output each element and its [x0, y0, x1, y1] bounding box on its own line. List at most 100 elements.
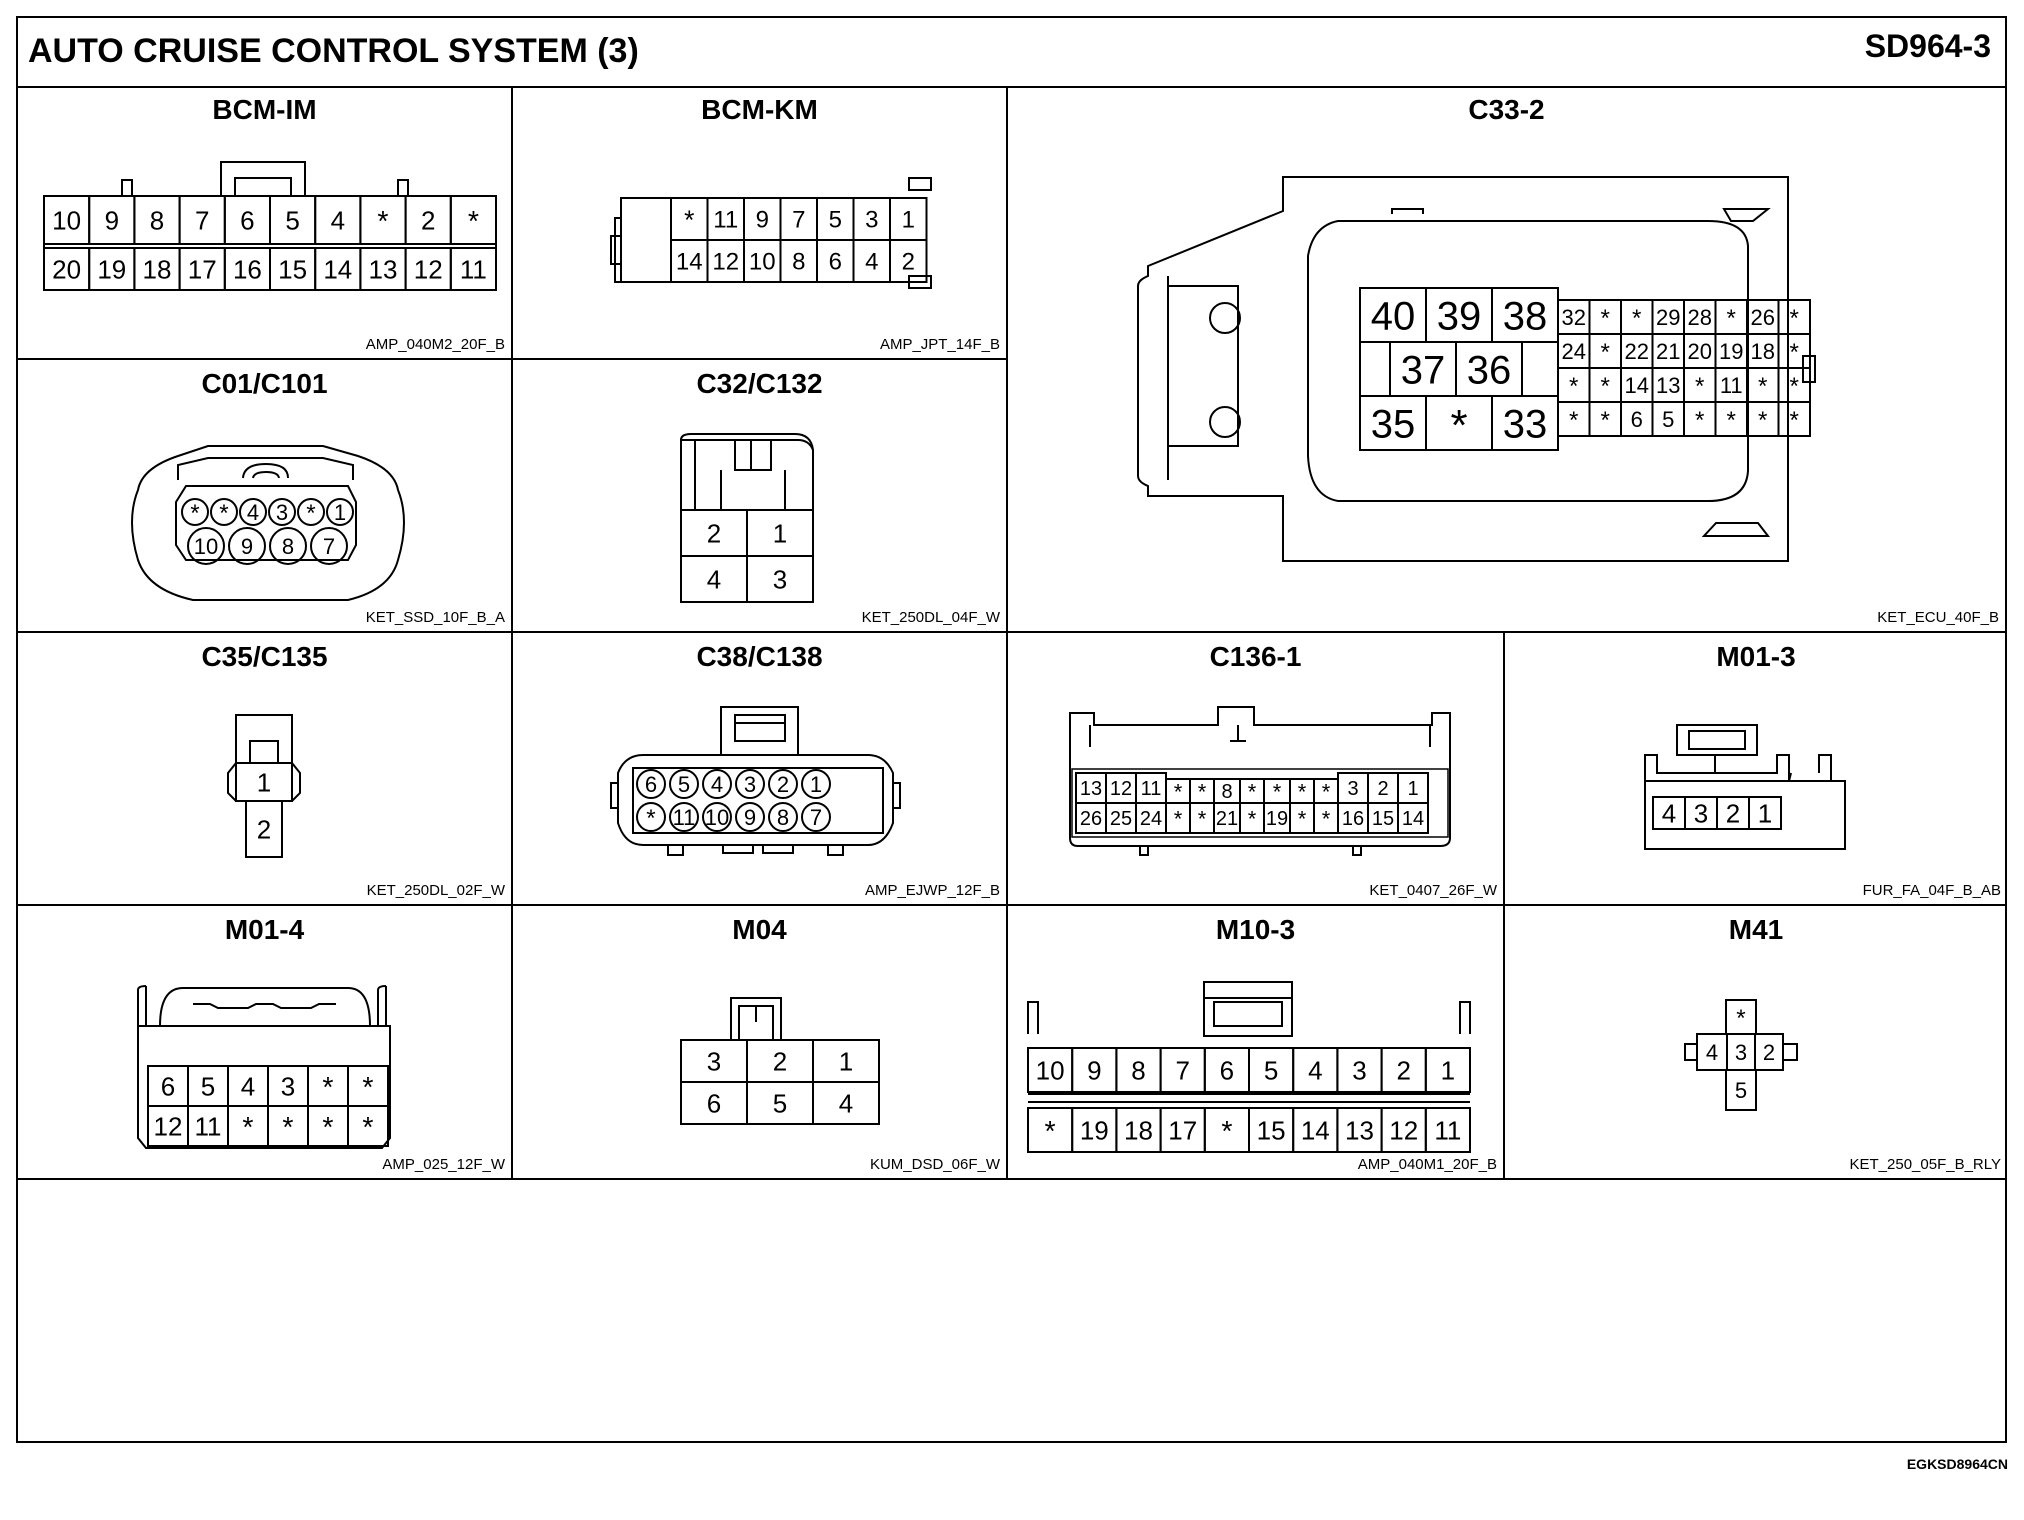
pin-label: 1 [773, 518, 787, 548]
pin-cavity [1725, 1069, 1757, 1111]
pin-label: 5 [1735, 1078, 1747, 1103]
pin-label: * [1045, 1116, 1056, 1148]
pin-cavity [1748, 796, 1782, 830]
pin-label: * [1450, 401, 1467, 450]
pin-label: * [377, 206, 388, 238]
connector-name: C32/C132 [696, 368, 823, 399]
pin-label: 4 [1662, 798, 1676, 828]
pin-label: * [684, 205, 694, 235]
pin-label: * [1298, 806, 1307, 831]
pin-label: 13 [369, 254, 398, 284]
connector-code: KUM_DSD_06F_W [869, 1156, 1000, 1173]
pin-label: 8 [150, 205, 164, 235]
pin-label: 3 [276, 500, 288, 525]
pin-label: 14 [1625, 373, 1649, 398]
pin-label: 3 [1347, 778, 1358, 800]
pin-label: 7 [323, 534, 335, 559]
pin-label: 5 [201, 1071, 215, 1101]
pin-label: * [242, 1112, 253, 1144]
pin-cavity [812, 1081, 880, 1125]
pin-cavity [636, 769, 666, 799]
pin-label: * [1790, 373, 1800, 400]
pin-label: * [1601, 305, 1611, 332]
pin-label: * [1758, 373, 1768, 400]
pin-label: * [1174, 779, 1183, 804]
connector-code: AMP_EJWP_12F_B [864, 882, 1000, 899]
pin-label: 6 [707, 1088, 721, 1118]
connector-name: C38/C138 [696, 641, 823, 672]
pin-label: 1 [1407, 778, 1418, 800]
pin-label: 7 [792, 207, 805, 234]
pin-cavity [1754, 1033, 1784, 1071]
pin-label: * [282, 1112, 293, 1144]
pin-label: 11 [673, 805, 696, 830]
pin-label: 8 [777, 805, 789, 830]
pin-label: 20 [1688, 339, 1712, 364]
pin-cavity [1777, 401, 1811, 437]
pin-label: 11 [460, 254, 487, 284]
pin-cavity [768, 802, 798, 832]
pin-label: 32 [1562, 305, 1586, 330]
connector-name: M01-4 [224, 914, 305, 945]
pin-label: 4 [247, 500, 259, 525]
pin-label: 12 [1389, 1115, 1418, 1145]
pin-label: * [1248, 779, 1257, 804]
pin-label: 39 [1437, 294, 1482, 338]
pin-cavity [326, 498, 354, 526]
pin-label: 4 [1706, 1040, 1718, 1065]
pin-label: 2 [1377, 778, 1388, 800]
pin-label: * [1174, 806, 1183, 831]
pin-label: 4 [707, 564, 721, 594]
pin-label: 35 [1371, 402, 1416, 446]
pin-label: * [1569, 407, 1579, 434]
pin-label: * [1727, 407, 1737, 434]
pin-cavity [702, 802, 732, 832]
pin-label: 10 [52, 205, 81, 235]
connector-name: BCM-KM [701, 94, 818, 125]
pin-label: 2 [1726, 798, 1740, 828]
pin-label: 9 [241, 534, 253, 559]
connector-name: C33-2 [1468, 94, 1545, 125]
pin-label: 13 [1080, 778, 1102, 800]
pin-label: 26 [1080, 808, 1102, 830]
pin-label: 10 [1036, 1055, 1065, 1085]
pin-label: 17 [1168, 1115, 1197, 1145]
connector-name: M10-3 [1215, 914, 1296, 945]
connector-name: C35/C135 [201, 641, 328, 672]
connector-code: AMP_JPT_14F_B [879, 336, 1000, 353]
pin-cavity [449, 195, 497, 245]
pin-label: 3 [773, 564, 787, 594]
pin-label: 2 [1763, 1040, 1775, 1065]
pin-label: * [1695, 407, 1705, 434]
pin-label: 11 [195, 1111, 222, 1141]
pin-label: * [1790, 407, 1800, 434]
pin-label: 3 [281, 1071, 295, 1101]
pin-cavity [1424, 1107, 1471, 1153]
pin-label: * [1736, 1005, 1746, 1032]
pin-label: 38 [1503, 294, 1548, 338]
pin-label: 5 [1662, 407, 1674, 432]
pin-label: 29 [1656, 305, 1680, 330]
pin-label: 3 [865, 207, 878, 234]
pin-label: 7 [1175, 1055, 1189, 1085]
connector-name: BCM-IM [212, 94, 317, 125]
pin-label: 24 [1140, 808, 1162, 830]
pin-label: 21 [1216, 808, 1238, 830]
pin-label: * [1695, 373, 1705, 400]
pin-label: 1 [1441, 1055, 1455, 1085]
pin-label: 10 [749, 249, 776, 276]
pin-label: 15 [278, 254, 307, 284]
pin-label: 25 [1110, 808, 1132, 830]
pin-label: 1 [1758, 798, 1772, 828]
connector-name: M01-3 [1716, 641, 1796, 672]
